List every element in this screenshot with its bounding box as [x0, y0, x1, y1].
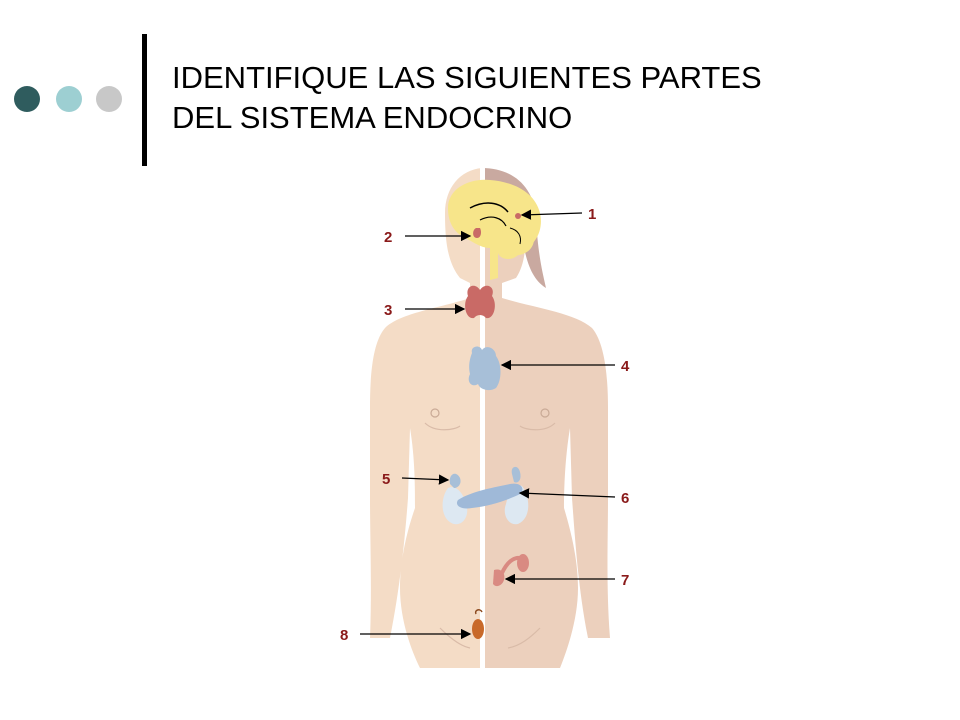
body-midline: [480, 168, 485, 673]
pituitary-gland: [473, 228, 481, 238]
label-4: 4: [621, 358, 630, 375]
label-1: 1: [588, 206, 596, 223]
pineal-gland: [515, 213, 521, 219]
adrenal-gland-right: [511, 466, 521, 483]
brain-fold-2: [479, 216, 507, 227]
body-left-half: [370, 168, 482, 668]
cerebellum-fold: [509, 227, 521, 245]
title-line-2: DEL SISTEMA ENDOCRINO: [172, 100, 573, 135]
nipple-right: [540, 408, 550, 418]
uterus: [493, 569, 505, 587]
cerebellum-shape: [502, 221, 535, 256]
groin-line-left: [439, 627, 471, 649]
label-2: 2: [384, 229, 392, 246]
title-divider-bar: [142, 34, 147, 166]
thymus-gland: [468, 346, 501, 391]
arrow-6: [518, 488, 616, 499]
decorative-dots: [14, 86, 124, 114]
pointer-arrows: [360, 209, 616, 640]
chest-line-left: [424, 422, 461, 431]
chest-line-right: [519, 422, 556, 431]
label-8: 8: [340, 627, 348, 644]
brain-fold-1: [469, 202, 509, 213]
slide-title: IDENTIFIQUE LAS SIGUIENTES PARTES DEL SI…: [172, 58, 932, 138]
label-7: 7: [621, 572, 629, 589]
dot-dark-teal: [14, 86, 40, 112]
arrow-5: [401, 474, 450, 485]
ovary: [517, 554, 529, 572]
testis: [472, 619, 484, 639]
groin-line-right: [507, 627, 541, 649]
dot-gray: [96, 86, 122, 112]
endocrine-diagram: 1 2 3 4 5 6 7 8: [330, 168, 660, 673]
nipple-left: [430, 408, 440, 418]
kidney-left: [442, 487, 468, 525]
endocrine-diagram-svg: 1 2 3 4 5 6 7 8: [340, 168, 630, 673]
title-line-1: IDENTIFIQUE LAS SIGUIENTES PARTES: [172, 60, 762, 95]
dot-light-teal: [56, 86, 82, 112]
spermatic-cord: [474, 609, 483, 615]
number-labels: 1 2 3 4 5 6 7 8: [340, 206, 630, 644]
thyroid-gland: [465, 285, 495, 319]
brain: [448, 179, 541, 280]
body-right-half: [482, 168, 610, 668]
label-3: 3: [384, 302, 392, 319]
label-5: 5: [382, 471, 390, 488]
pancreas: [456, 483, 523, 509]
label-6: 6: [621, 490, 629, 507]
arrow-1: [520, 209, 583, 220]
adrenal-gland-left: [449, 473, 461, 488]
